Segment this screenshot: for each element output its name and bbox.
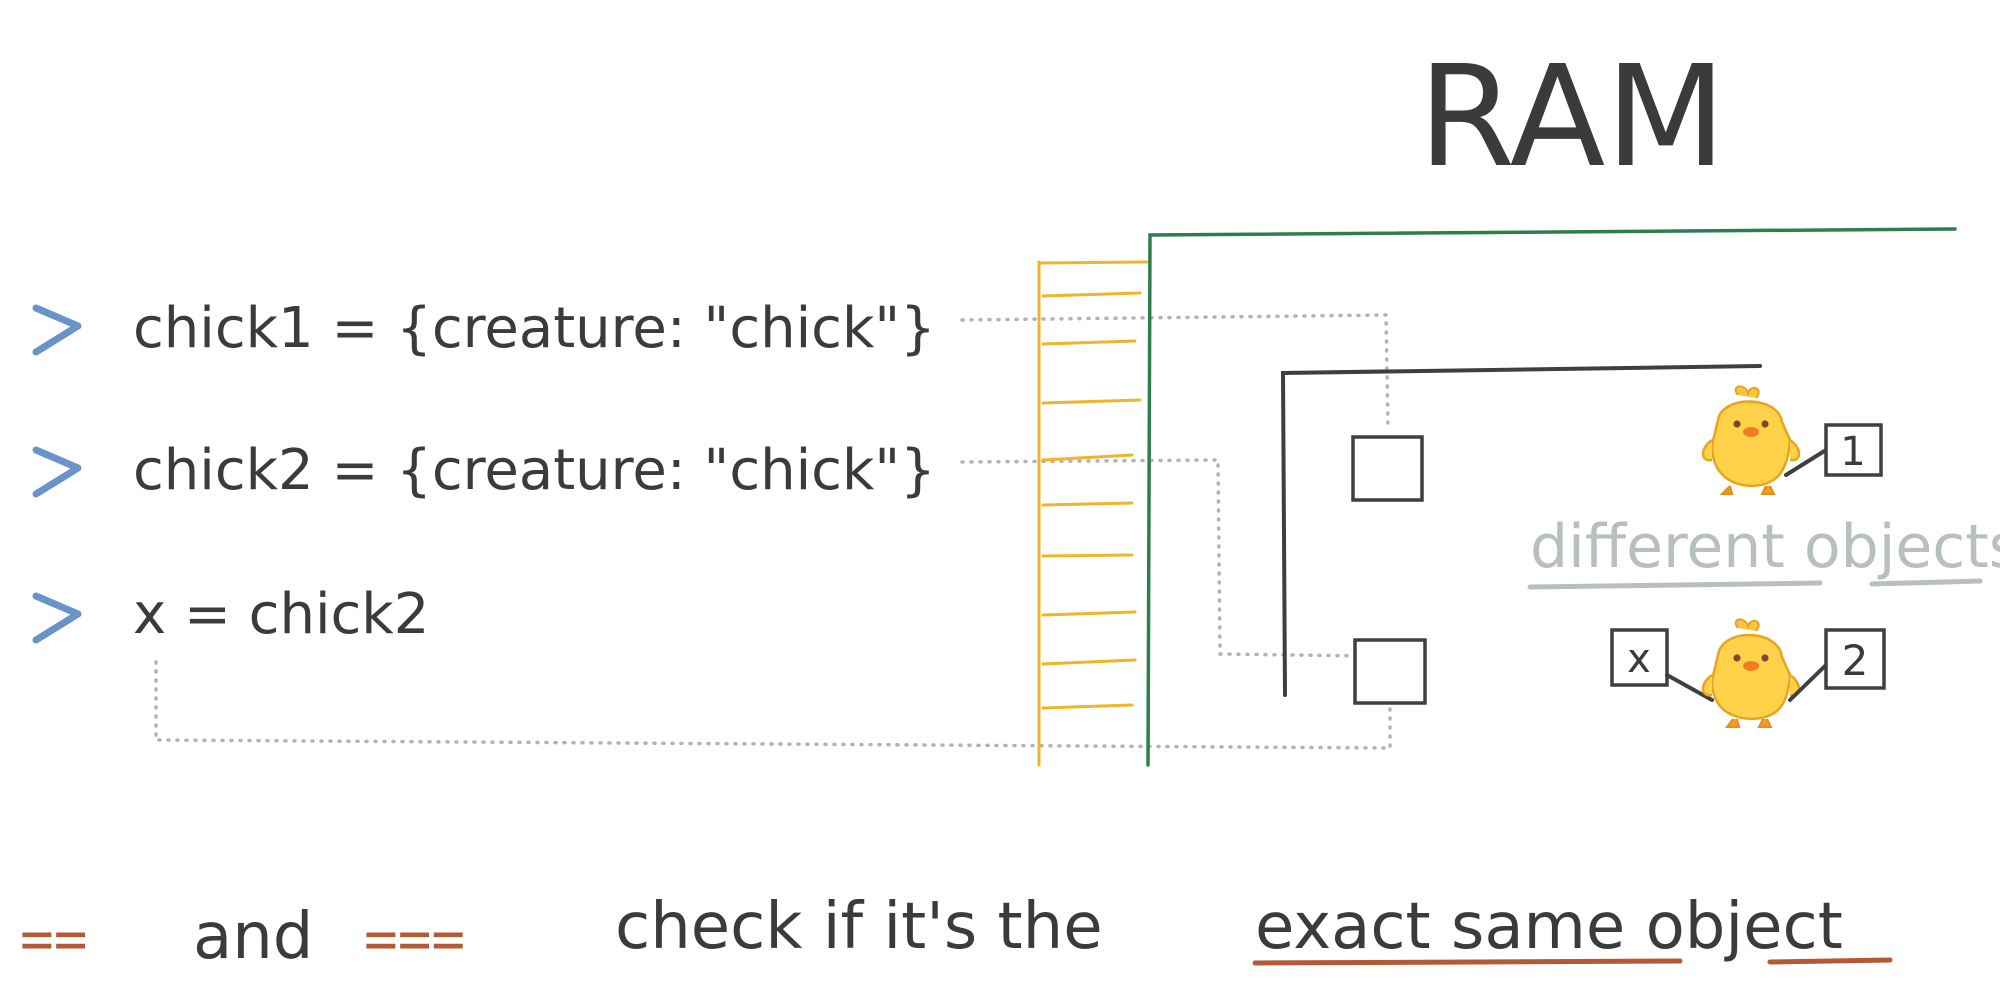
annotation-underline-1 — [1527, 580, 1823, 590]
caption-emphasis: exact same object — [1255, 890, 1843, 964]
label-box-x — [1610, 628, 1669, 687]
chick-2-icon — [1701, 618, 1801, 728]
caption: == and === check if it's the exact same … — [20, 890, 1893, 974]
caption-check: check if it's the — [615, 890, 1103, 964]
label-pointer-x — [1665, 673, 1714, 702]
emphasis-underline-1 — [1252, 958, 1683, 966]
emphasis-underline-2 — [1767, 957, 1893, 965]
label-pointer-1 — [1784, 448, 1828, 477]
heap-border — [1146, 227, 1957, 767]
object-box-chick2 — [1353, 638, 1427, 705]
label-2-text: 2 — [1842, 636, 1869, 685]
reference-line-x — [154, 660, 1392, 750]
reference-line-chick1 — [960, 313, 1390, 432]
stack-column — [1037, 260, 1149, 767]
operator-triple-equals: === — [364, 907, 465, 972]
annotation-different-objects: different objects — [1530, 512, 2000, 582]
prompt-chevron-icon — [32, 304, 82, 356]
label-x-text: x — [1627, 636, 1651, 682]
operator-double-equals: == — [20, 907, 87, 972]
code-text: chick2 = {creature: "chick"} — [133, 438, 936, 503]
prompt-chevron-icon — [32, 592, 82, 644]
heap-region — [1280, 364, 1762, 697]
label-box-1 — [1824, 423, 1883, 477]
label-1-text: 1 — [1840, 429, 1865, 475]
code-line-2: chick2 = {creature: "chick"} — [32, 438, 936, 503]
chick-1-icon — [1701, 385, 1801, 495]
object-box-chick1 — [1351, 435, 1424, 502]
caption-and: and — [193, 900, 313, 974]
annotation-underline-2 — [1869, 578, 1983, 587]
code-text: x = chick2 — [133, 582, 429, 647]
label-pointer-2 — [1788, 663, 1828, 702]
label-box-2 — [1824, 628, 1886, 690]
prompt-chevron-icon — [32, 446, 82, 498]
code-text: chick1 = {creature: "chick"} — [133, 296, 936, 361]
ram-title: RAM — [1418, 36, 1726, 199]
reference-line-chick2 — [960, 458, 1367, 658]
code-line-3: x = chick2 — [32, 582, 429, 647]
code-line-1: chick1 = {creature: "chick"} — [32, 296, 936, 361]
